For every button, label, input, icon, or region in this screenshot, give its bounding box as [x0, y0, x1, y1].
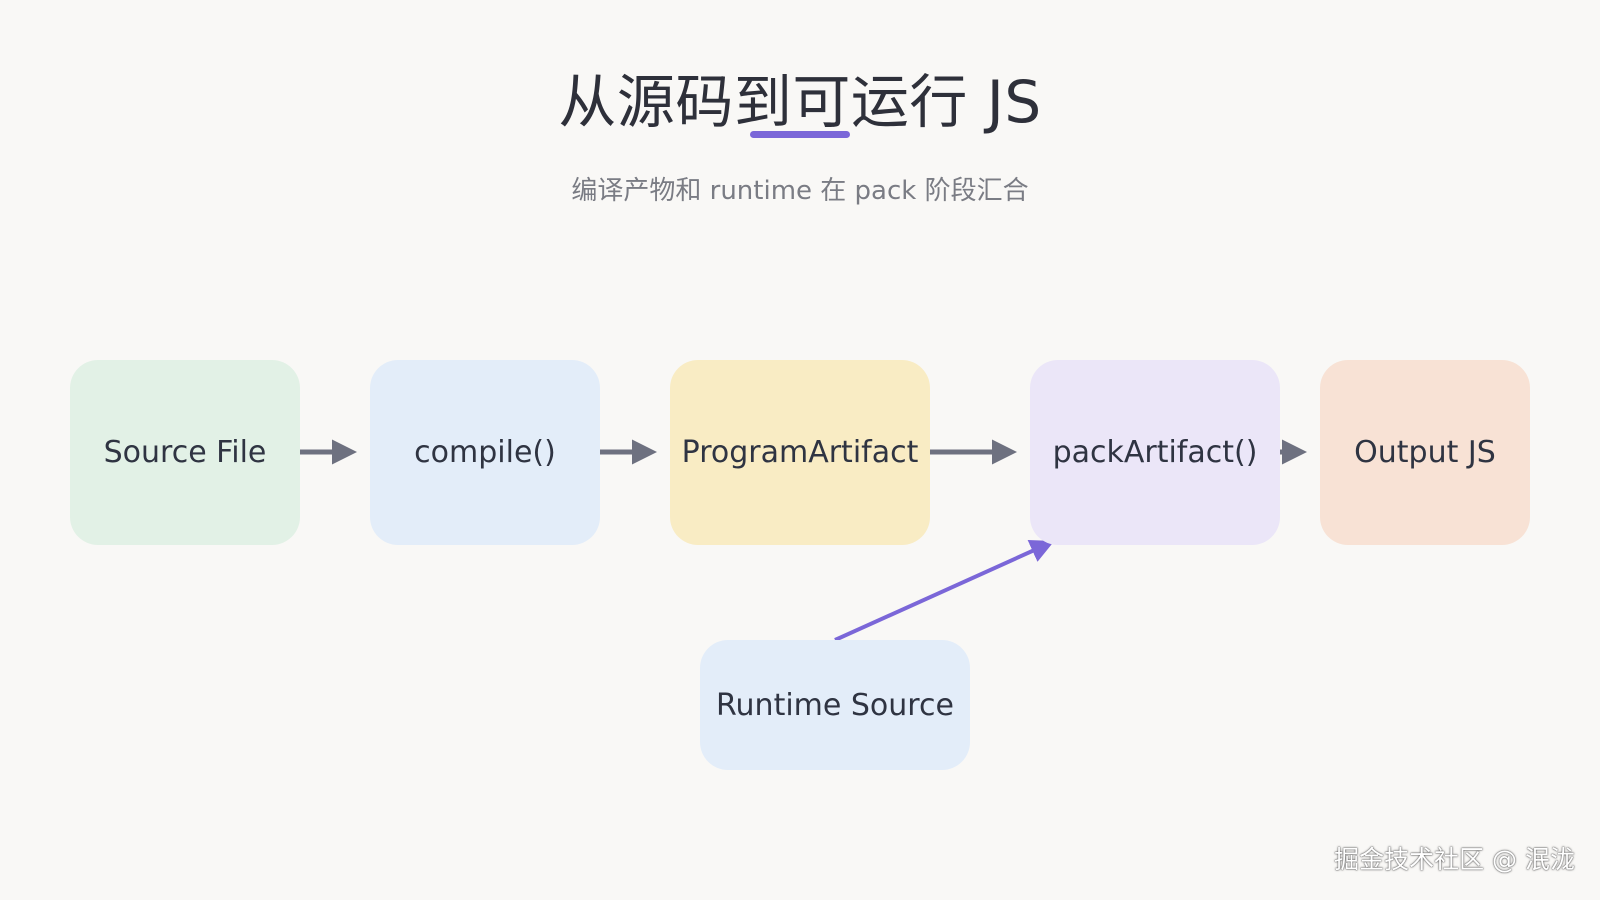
node-label: Runtime Source: [716, 687, 954, 723]
node-label: ProgramArtifact: [681, 435, 919, 470]
title-underline: [750, 131, 850, 138]
node-label: compile(): [414, 435, 556, 470]
watermark: 掘金技术社区 @ 泯泷: [1334, 845, 1575, 874]
node-program-artifact: ProgramArtifact: [670, 360, 930, 545]
node-output-js: Output JS: [1320, 360, 1530, 545]
diagram-subtitle: 编译产物和 runtime 在 pack 阶段汇合: [571, 176, 1029, 206]
node-source-file: Source File: [70, 360, 300, 545]
edge-runtime-pack: [834, 539, 1055, 642]
node-compile: compile(): [370, 360, 600, 545]
node-label: Output JS: [1354, 435, 1496, 470]
node-runtime-source: Runtime Source: [700, 640, 970, 770]
node-label: packArtifact(): [1052, 435, 1258, 470]
node-pack-artifact: packArtifact(): [1030, 360, 1280, 545]
diagram-title: 从源码到可运行 JS: [558, 68, 1042, 136]
node-label: Source File: [103, 435, 267, 470]
